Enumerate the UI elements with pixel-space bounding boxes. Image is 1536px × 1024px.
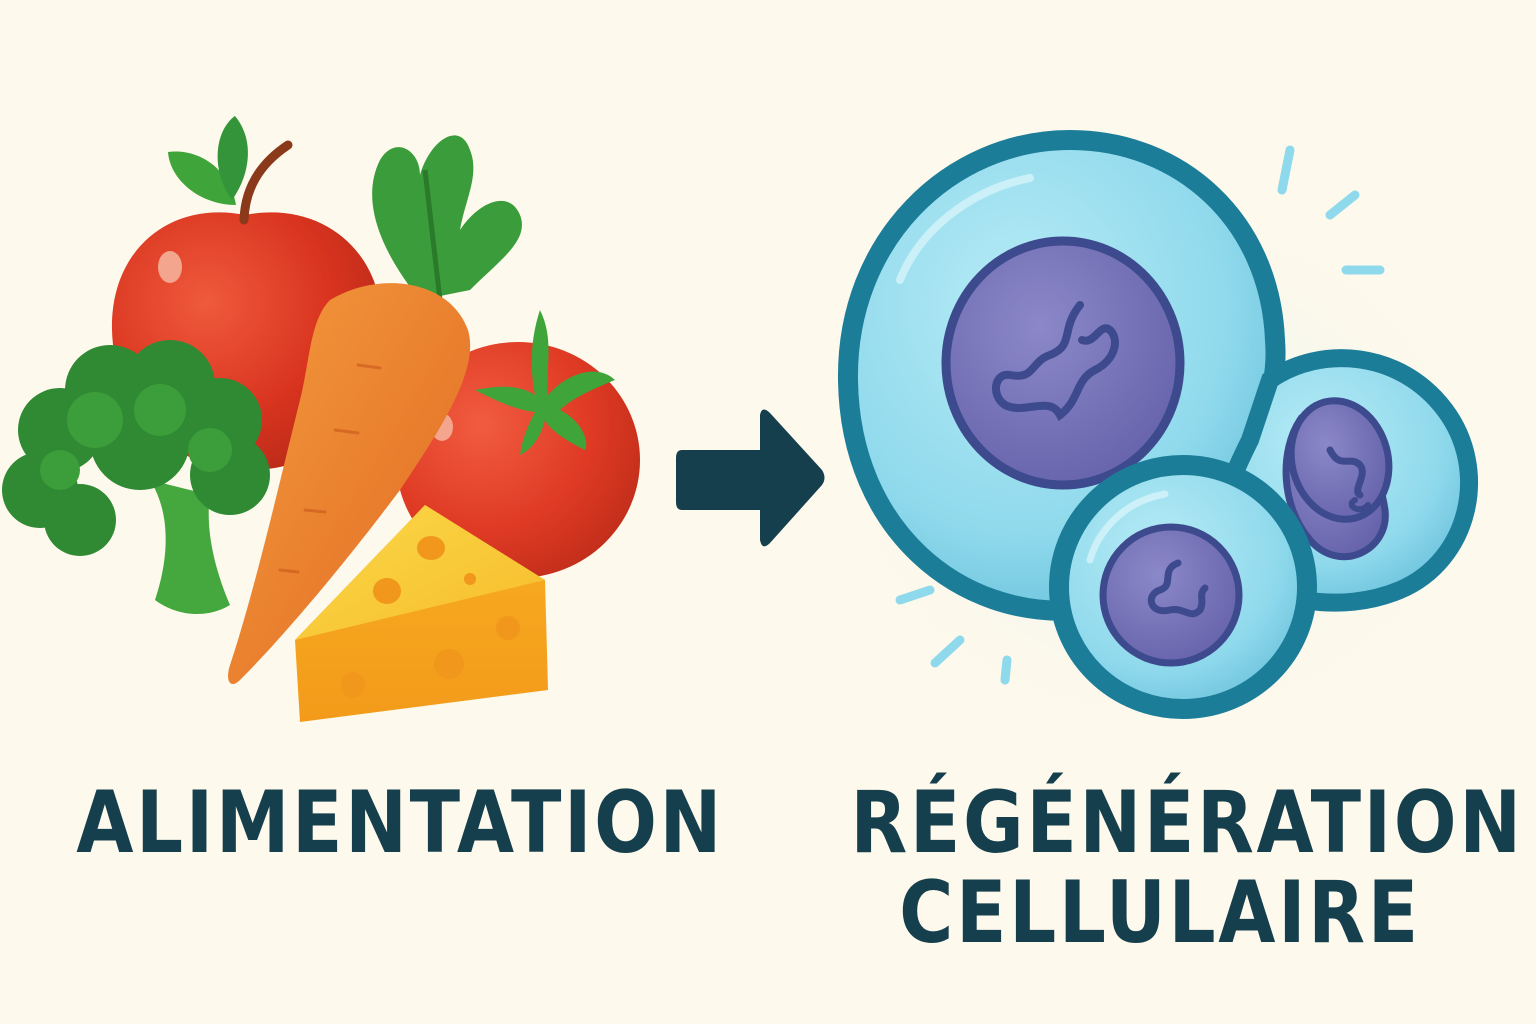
node-label-regeneration-cellulaire: RÉGÉNÉRATION CELLULAIRE bbox=[850, 773, 1524, 964]
small-cell bbox=[1049, 455, 1317, 719]
carrot-leaves bbox=[372, 135, 522, 301]
label-line: CELLULAIRE bbox=[899, 863, 1421, 964]
label-line: RÉGÉNÉRATION bbox=[850, 773, 1524, 873]
label-line: ALIMENTATION bbox=[76, 773, 725, 873]
carrot bbox=[228, 283, 471, 685]
cells-illustration bbox=[830, 129, 1490, 740]
sparkle-lines bbox=[895, 145, 1385, 685]
node-label-alimentation: ALIMENTATION bbox=[76, 773, 725, 873]
tomato bbox=[396, 310, 640, 578]
cheese-wedge bbox=[295, 505, 548, 722]
food-illustration bbox=[2, 116, 640, 722]
broccoli bbox=[2, 340, 270, 615]
arrow-right-icon bbox=[676, 409, 825, 547]
